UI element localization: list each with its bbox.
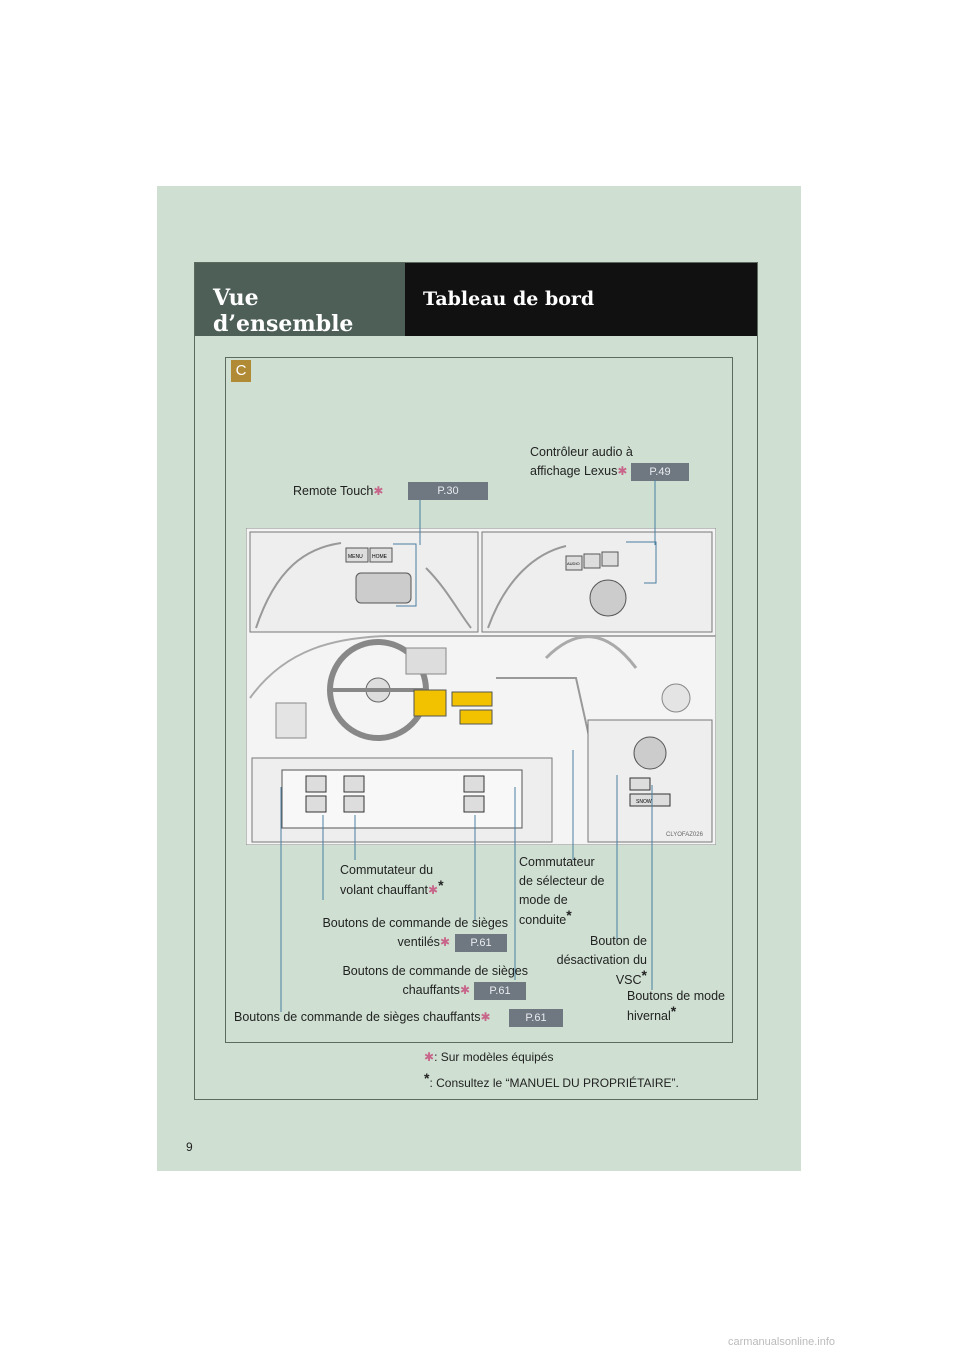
page-header: Tableau de bord (405, 263, 757, 336)
section-title: Vue d’ensemble (213, 285, 354, 337)
ref-ventilated-seats[interactable]: P.61 (455, 934, 507, 952)
dashboard-drawing: MENU HOME AUDIO (245, 527, 717, 846)
section-letter-badge: C (231, 360, 251, 382)
illustration-code: CLYOFAZ026 (666, 832, 704, 838)
dashboard-illustration: MENU HOME AUDIO (245, 527, 717, 846)
section-header: Vue d’ensemble (195, 263, 405, 337)
footnote-owner-manual: *: Consultez le “MANUEL DU PROPRIÉTAIRE”… (424, 1070, 679, 1090)
label-heated-seats-front: Boutons de commande de sièges chauffants… (234, 1010, 491, 1024)
svg-text:HOME: HOME (372, 554, 388, 560)
svg-text:SNOW: SNOW (636, 799, 652, 805)
ref-heated-seats-front[interactable]: P.61 (509, 1009, 563, 1027)
cabin-drawing (249, 635, 716, 769)
inset-remote-touch: MENU HOME (249, 531, 479, 633)
inset-audio-controller: AUDIO (481, 531, 713, 633)
svg-text:MENU: MENU (348, 554, 363, 560)
ref-audio-controller[interactable]: P.49 (631, 463, 689, 481)
page-number: 9 (186, 1140, 193, 1154)
watermark: carmanualsonline.info (728, 1336, 836, 1348)
inset-drive-mode: SNOW (587, 719, 713, 843)
inset-seat-controls (251, 757, 553, 843)
label-remote-touch: Remote Touch✱ (293, 484, 384, 498)
ref-remote-touch[interactable]: P.30 (408, 482, 488, 500)
page-title: Tableau de bord (423, 288, 595, 310)
footnote-equipped: ✱: Sur modèles équipés (424, 1050, 554, 1064)
svg-text:AUDIO: AUDIO (567, 561, 580, 566)
ref-heated-seats-rear[interactable]: P.61 (474, 982, 526, 1000)
diagram-panel (225, 357, 733, 1043)
